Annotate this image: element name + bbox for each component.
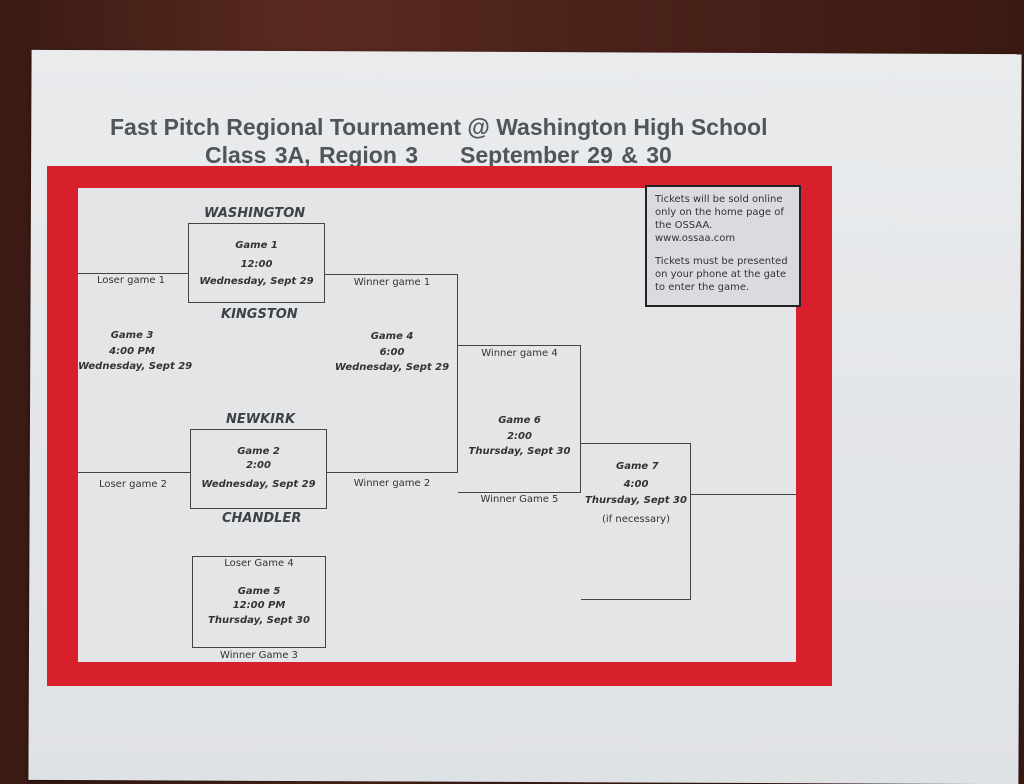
- game1-box: [188, 223, 325, 303]
- loser-game4-label: Loser Game 4: [224, 558, 294, 569]
- winner-g2-line: [327, 472, 458, 473]
- champion-line: [690, 494, 796, 495]
- loser-g1-line: [78, 273, 188, 274]
- game4-day: Wednesday, Sept 29: [334, 362, 450, 373]
- team-washington: WASHINGTON: [204, 206, 306, 221]
- game2-time: 2:00: [246, 460, 271, 471]
- game2-box: [190, 429, 327, 509]
- winner-game2-label: Winner game 2: [353, 478, 431, 489]
- game4-bracket-line: [457, 274, 458, 473]
- game7-day: Thursday, Sept 30: [585, 495, 687, 506]
- tournament-title: Fast Pitch Regional Tournament @ Washing…: [110, 114, 768, 140]
- game7-name: Game 7: [616, 461, 659, 472]
- game5-name: Game 5: [237, 586, 281, 597]
- tickets-url: www.ossaa.com: [655, 233, 736, 244]
- game3-name: Game 3: [110, 330, 154, 341]
- game6-bracket-line: [580, 345, 581, 493]
- game7-note: (if necessary): [602, 514, 670, 525]
- team-kingston: KINGSTON: [221, 307, 298, 322]
- game1-name: Game 1: [235, 240, 278, 251]
- tickets-text-2: Tickets must be presented on your phone …: [655, 256, 788, 293]
- game6-day: Thursday, Sept 30: [468, 446, 571, 457]
- game3-time: 4:00 PM: [109, 346, 155, 357]
- game2-name: Game 2: [237, 446, 280, 457]
- game6-name: Game 6: [498, 415, 541, 426]
- winner-g4-line: [458, 345, 581, 346]
- loser-game2-label: Loser game 2: [98, 479, 168, 490]
- loser-game1-label: Loser game 1: [96, 275, 166, 286]
- tickets-text-1: Tickets will be sold online only on the …: [655, 194, 784, 231]
- game1-day: Wednesday, Sept 29: [199, 276, 314, 287]
- tournament-subtitle: Class 3A, Region 3 September 29 & 30: [205, 142, 672, 168]
- team-chandler: CHANDLER: [222, 511, 302, 526]
- winner-game4-label: Winner game 4: [481, 348, 558, 359]
- game5-time: 12:00 PM: [232, 600, 286, 611]
- team-newkirk: NEWKIRK: [226, 412, 296, 427]
- game7-bottom-line: [581, 599, 690, 600]
- game1-time: 12:00: [240, 259, 273, 270]
- winner-game5-label: Winner Game 5: [480, 494, 559, 505]
- game7-top-line: [581, 443, 690, 444]
- winner-game3-label: Winner Game 3: [220, 650, 298, 661]
- game5-box: [192, 556, 326, 648]
- winner-g5-line: [458, 492, 581, 493]
- winner-game1-label: Winner game 1: [353, 277, 431, 288]
- game5-day: Thursday, Sept 30: [208, 615, 310, 626]
- game4-time: 6:00: [379, 347, 405, 358]
- game3-day: Wednesday, Sept 29: [78, 361, 193, 372]
- game7-bracket-line: [690, 443, 691, 600]
- game2-day: Wednesday, Sept 29: [201, 479, 316, 490]
- winner-g1-line: [325, 274, 458, 275]
- game4-name: Game 4: [370, 331, 414, 342]
- tickets-info-box: Tickets will be sold online only on the …: [645, 185, 801, 307]
- loser-g2-line: [78, 472, 190, 473]
- game7-time: 4:00: [623, 479, 649, 490]
- game6-time: 2:00: [507, 431, 532, 442]
